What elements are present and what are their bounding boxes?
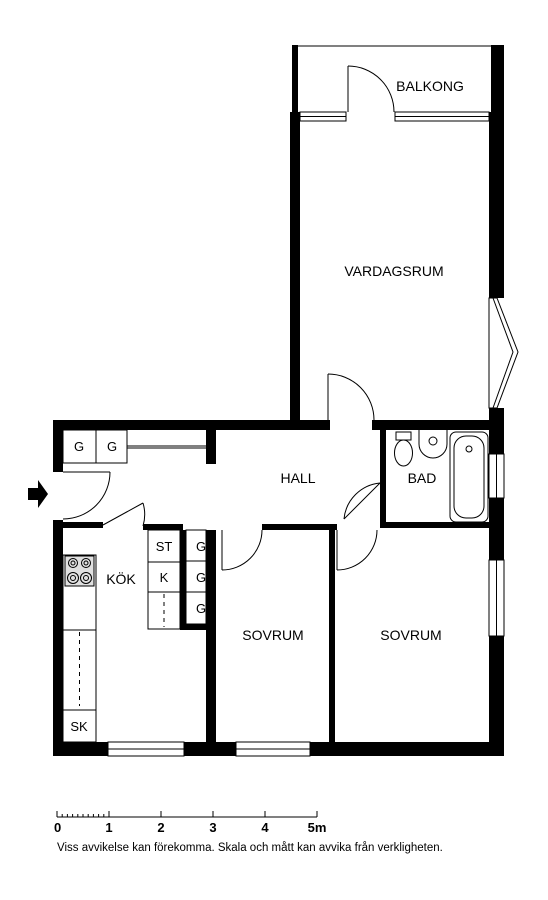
wall-kitchen-top-right (143, 524, 183, 530)
scale-label: 3 (209, 820, 216, 835)
wall-kitchen-right (180, 530, 186, 630)
disclaimer-text: Viss avvikelse kan förekomma. Skala och … (57, 842, 443, 854)
kitchen-units-right: ST K (147, 529, 181, 630)
toilet-bowl (394, 439, 413, 467)
door-kitchen-leaf (102, 502, 144, 526)
balcony-rail-left (292, 45, 298, 112)
scale-label: 4 (261, 820, 269, 835)
toilet-tank (395, 431, 412, 441)
wall-kitchen-bottom-pier (96, 742, 106, 756)
scale-label: 2 (157, 820, 164, 835)
room-labels: BALKONG VARDAGSRUM HALL BAD KÖK SOVRUM S… (106, 78, 464, 643)
door-bedroom-1-swing (221, 529, 263, 571)
stove-label: ST (156, 539, 173, 554)
door-balcony-swing (347, 65, 395, 113)
wall-left-lower (53, 520, 63, 756)
wardrobe-bed-1-label: G (196, 539, 206, 554)
wall-kitchen-top-left (63, 522, 103, 528)
bedroom-closets: G G G (185, 529, 207, 625)
bathtub (449, 431, 489, 523)
room-label-sovrum-1: SOVRUM (242, 627, 303, 643)
scale-bar: 0 1 2 3 4 5m (54, 811, 326, 835)
walls (53, 45, 504, 756)
door-vardagsrum-swing (327, 373, 375, 421)
room-label-hall: HALL (280, 470, 315, 486)
wall-bedroom-divider (329, 530, 335, 756)
entrance-arrow-icon (28, 480, 48, 508)
hall-wardrobes: G G (62, 429, 206, 464)
doors (62, 65, 395, 571)
bathroom-fixtures (394, 430, 489, 523)
wall-bedroom-1-left (206, 530, 216, 756)
door-entrance-swing (62, 471, 111, 520)
wall-right-lower-2 (489, 636, 504, 756)
door-bedroom-2-swing (336, 529, 378, 571)
balcony-rail-right (491, 45, 504, 112)
fridge-label: K (160, 570, 169, 585)
scale-label: 5m (308, 820, 327, 835)
wardrobe-bed-2-label: G (196, 570, 206, 585)
cooktop (64, 555, 95, 587)
wall-bath-left-upper (380, 430, 386, 528)
wall-top-left (53, 420, 330, 430)
sink-label: SK (70, 719, 88, 734)
wall-top-right (372, 420, 504, 430)
wall-vardagsrum-right-upper (489, 112, 504, 298)
wall-right-lower-1 (489, 498, 504, 560)
room-label-vardagsrum: VARDAGSRUM (344, 263, 443, 279)
wall-bath-bottom (380, 522, 504, 528)
wall-bedroom-top (262, 524, 337, 530)
wall-left-upper (53, 420, 63, 472)
kitchen-counter: SK (62, 554, 97, 743)
door-bath-leaf (343, 482, 381, 520)
wardrobe-bed-3-label: G (196, 601, 206, 616)
windows (107, 111, 519, 757)
room-label-balkong: BALKONG (396, 78, 464, 94)
room-label-sovrum-2: SOVRUM (380, 627, 441, 643)
scale-ticks (56, 811, 318, 817)
bay-window (488, 297, 519, 409)
wardrobe-hall-1-label: G (74, 439, 84, 454)
wardrobe-hall-2-label: G (107, 439, 117, 454)
room-label-kok: KÖK (106, 570, 136, 587)
room-label-bad: BAD (408, 470, 437, 486)
wall-closet-bottom (180, 624, 210, 630)
scale-labels: 0 1 2 3 4 5m (54, 820, 326, 835)
wall-vardagsrum-left (290, 112, 300, 430)
bathroom-sink (418, 430, 448, 459)
scale-label: 0 (54, 820, 61, 835)
wall-right-mid (489, 408, 504, 454)
scale-label: 1 (105, 820, 112, 835)
wall-hall-stub (206, 430, 216, 464)
